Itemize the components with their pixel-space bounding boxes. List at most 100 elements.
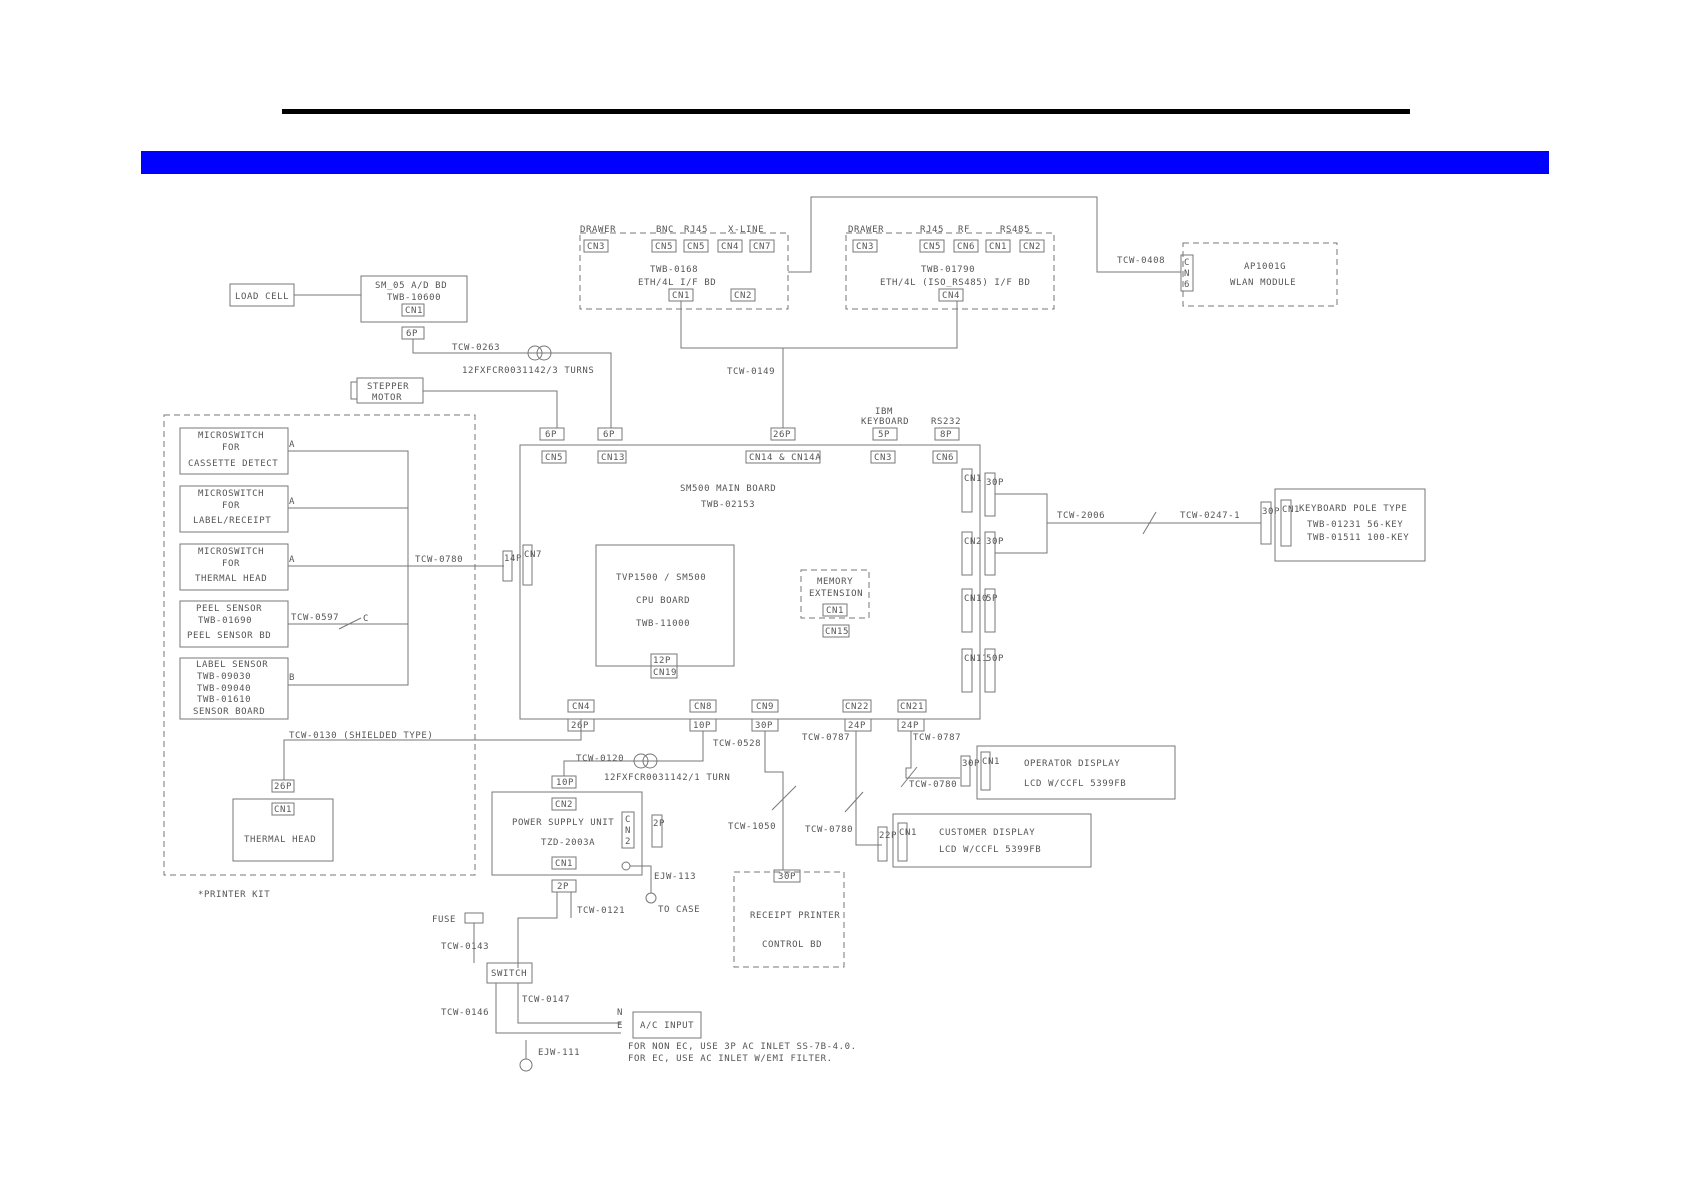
eth1-cn5a: CN5 (655, 242, 673, 252)
customer-l1: CUSTOMER DISPLAY (939, 828, 1035, 838)
customer-cn1: CN1 (899, 828, 917, 838)
customer-22p: 22P (879, 831, 897, 841)
tcw-0528-label: TCW-0528 (713, 739, 761, 749)
sm-ad-box (360, 275, 468, 323)
tcw-0780-c-label: TCW-0780 (909, 780, 957, 790)
main-right-30p-a: 30P (986, 478, 1004, 488)
thermal-head-box (232, 798, 334, 862)
switch1-l1: MICROSWITCH (198, 431, 264, 441)
eth2-label-rj45: RJ45 (920, 225, 944, 235)
eth1-cn1: CN1 (672, 291, 690, 301)
wlan-cn-c: C (1184, 258, 1190, 268)
power-supply-box (491, 791, 643, 876)
tcw-0147-label: TCW-0147 (522, 995, 570, 1005)
ac-input-label: A/C INPUT (640, 1021, 694, 1031)
power-cn-n: N (625, 826, 631, 836)
main-right-cn10: CN10 (964, 594, 988, 604)
receipt-30p: 30P (778, 872, 796, 882)
keyboard-box (1274, 488, 1426, 562)
eth2-name: TWB-01790 (921, 265, 975, 275)
main-pin-26p: 26P (773, 430, 791, 440)
load-cell: LOAD CELL (235, 292, 289, 302)
main-right-cn1: CN1 (964, 474, 982, 484)
switch2-l1: MICROSWITCH (198, 489, 264, 499)
keyboard-30p: 30P (1262, 507, 1280, 517)
switch3-l1: MICROSWITCH (198, 547, 264, 557)
ejw-111-label: EJW-111 (538, 1048, 580, 1058)
main-pin-6p-b: 6P (603, 430, 615, 440)
ac-note-1: FOR NON EC, USE 3P AC INLET SS-7B-4.0. (628, 1042, 857, 1052)
thermal-cn1: CN1 (274, 805, 292, 815)
eth1-label-xline: X-LINE (728, 225, 764, 235)
tcw-1050-label: TCW-1050 (728, 822, 776, 832)
main-pin-26p-b: 26P (571, 721, 589, 731)
customer-l2: LCD W/CCFL 5399FB (939, 845, 1041, 855)
main-board-box (519, 444, 981, 720)
main-cn14: CN14 & CN14A (749, 453, 821, 463)
eth2-label-rf: RF (958, 225, 970, 235)
switch3-l3: THERMAL HEAD (195, 574, 267, 584)
keyboard-l2: TWB-01231 56-KEY (1307, 520, 1403, 530)
power-ferrite: 12FXFCR0031142/1 TURN (604, 773, 730, 783)
ac-input-box (632, 1011, 702, 1039)
tcw-0143-label: TCW-0143 (441, 942, 489, 952)
eth2-label-rs485: RS485 (1000, 225, 1030, 235)
tap-b: B (289, 673, 295, 683)
operator-l1: OPERATOR DISPLAY (1024, 759, 1120, 769)
switch1-l3: CASSETTE DETECT (188, 459, 278, 469)
receipt-l1: RECEIPT PRINTER (750, 911, 840, 921)
tcw-0780-b-label: TCW-0780 (805, 825, 853, 835)
switch1-l2: FOR (222, 443, 240, 453)
tcw-0247-label: TCW-0247-1 (1180, 511, 1240, 521)
main-right-cn11: CN11 (964, 654, 988, 664)
tap-a-1: A (289, 440, 295, 450)
power-code: TZD-2003A (541, 838, 595, 848)
receipt-l2: CONTROL BD (762, 940, 822, 950)
keyboard-l3: TWB-01511 100-KEY (1307, 533, 1409, 543)
main-pin-24p-a: 24P (848, 721, 866, 731)
cpu-l2: CPU BOARD (636, 596, 690, 606)
tcw-2006-label: TCW-2006 (1057, 511, 1105, 521)
memory-l1: MEMORY (817, 577, 853, 587)
power-cn-2: 2 (625, 837, 631, 847)
main-cn4: CN4 (572, 702, 590, 712)
tap-a-2: A (289, 497, 295, 507)
main-pin-5p: 5P (878, 430, 890, 440)
wlan-box (1182, 242, 1338, 307)
eth2-cn5: CN5 (923, 242, 941, 252)
tcw-0780-label: TCW-0780 (415, 555, 463, 565)
main-pin-8p: 8P (940, 430, 952, 440)
main-pin-10p: 10P (693, 721, 711, 731)
main-cn8: CN8 (694, 702, 712, 712)
switch-label: SWITCH (491, 969, 527, 979)
main-code: TWB-02153 (701, 500, 755, 510)
thermal-26p: 26P (274, 782, 292, 792)
stepper-label-2: MOTOR (372, 393, 402, 403)
keyboard-cn1: CN1 (1282, 505, 1300, 515)
wlan-cn-6: 6 (1184, 280, 1190, 290)
label-l4: TWB-01610 (197, 695, 251, 705)
cpu-l1: TVP1500 / SM500 (616, 573, 706, 583)
eth1-label-drawer: DRAWER (580, 225, 616, 235)
main-cn21: CN21 (900, 702, 924, 712)
sm-ad-cn1: CN1 (405, 306, 423, 316)
eth1-cn3: CN3 (587, 242, 605, 252)
cpu-l3: TWB-11000 (636, 619, 690, 629)
power-10p: 10P (556, 778, 574, 788)
peel-l1: PEEL SENSOR (196, 604, 262, 614)
switch3-l2: FOR (222, 559, 240, 569)
main-cn3: CN3 (874, 453, 892, 463)
main-pin-6p-a: 6P (545, 430, 557, 440)
switch2-l3: LABEL/RECEIPT (193, 516, 271, 526)
ac-note-2: FOR EC, USE AC INLET W/EMI FILTER. (628, 1054, 833, 1064)
eth2-cn1: CN1 (989, 242, 1007, 252)
cpu-cn19: CN19 (653, 668, 677, 678)
cpu-12p: 12P (653, 656, 671, 666)
eth-bd1-box (579, 232, 789, 310)
main-right-30p-b: 30P (986, 537, 1004, 547)
tcw-0130-label: TCW-0130 (SHIELDED TYPE) (289, 731, 433, 741)
printer-kit-label: *PRINTER KIT (198, 890, 270, 900)
eth2-label-drawer: DRAWER (848, 225, 884, 235)
eth1-cn5b: CN5 (687, 242, 705, 252)
eth1-cn7: CN7 (753, 242, 771, 252)
